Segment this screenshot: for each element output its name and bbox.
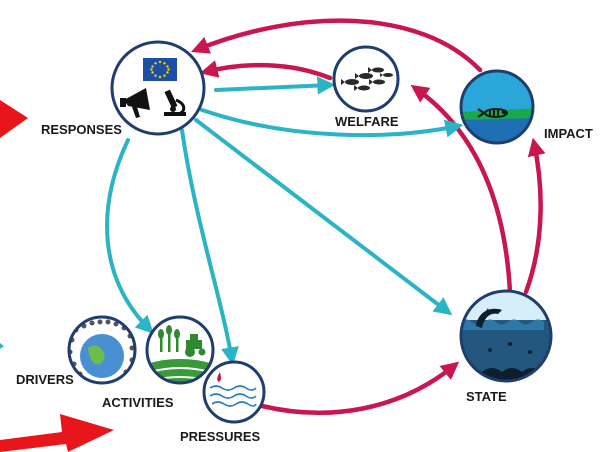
- arrow-state-to-impact: [523, 137, 546, 295]
- microscope-icon: [164, 89, 186, 116]
- label-responses: RESPONSES: [41, 122, 122, 137]
- megaphone-icon: [120, 88, 150, 118]
- arrow-responses-to-activities: [105, 138, 154, 334]
- dead-fish-icon: [477, 108, 508, 118]
- node-pressures: [202, 360, 266, 424]
- node-drivers: [67, 315, 137, 385]
- node-welfare: [332, 45, 400, 113]
- node-state: [459, 289, 553, 383]
- node-impact: [459, 69, 535, 145]
- pollution-drop-icon: [217, 372, 221, 382]
- bottom-red-arrow: [0, 414, 114, 452]
- node-activities: [145, 315, 215, 385]
- label-welfare: WELFARE: [335, 114, 399, 129]
- arrow-responses-to-state: [194, 118, 453, 316]
- arrow-responses-to-pressures: [180, 128, 239, 366]
- label-state: STATE: [466, 389, 507, 404]
- arrow-pressures-to-state: [259, 361, 460, 415]
- dolphin-icon: [476, 308, 502, 328]
- arrow-responses-to-welfare: [214, 76, 336, 95]
- left-red-arrow: [0, 100, 28, 138]
- node-responses: [110, 40, 206, 136]
- arrow-welfare-to-responses: [199, 60, 333, 81]
- label-pressures: PRESSURES: [180, 429, 261, 444]
- arrow-impact-to-responses: [190, 18, 483, 73]
- arrow-state-to-welfare: [410, 84, 513, 295]
- fish-shoal-icon: [341, 67, 393, 91]
- arrow-responses-to-impact: [200, 108, 464, 138]
- label-impact: IMPACT: [544, 126, 593, 141]
- polluted-water-icon: [209, 385, 257, 407]
- label-activities: ACTIVITIES: [102, 395, 174, 410]
- label-drivers: DRIVERS: [16, 372, 74, 387]
- eu-flag-icon: [143, 58, 177, 81]
- left-small-mark: [0, 343, 4, 349]
